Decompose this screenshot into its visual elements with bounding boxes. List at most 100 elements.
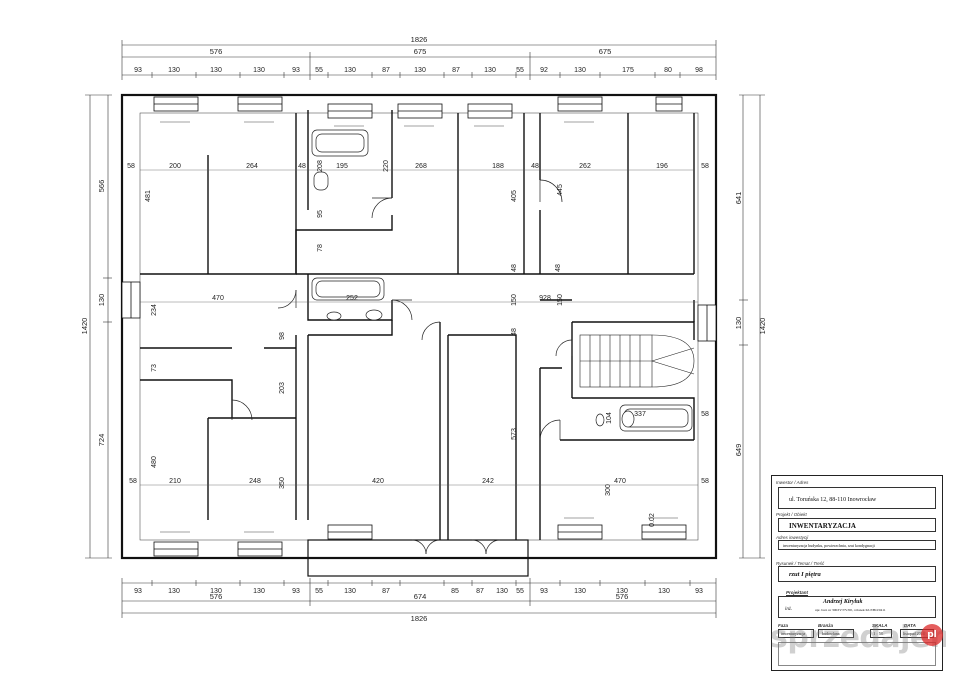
toilet (365, 309, 383, 321)
branch-label: Branża (818, 623, 834, 628)
dim-bottom-mid-2: 674 (414, 592, 427, 601)
svg-text:200: 200 (169, 163, 181, 170)
designer-name: Andrzej Kiryluk (823, 599, 863, 605)
svg-text:130: 130 (253, 588, 265, 595)
dim-left-mid-3: 724 (97, 434, 106, 447)
phase-label: Faza (778, 623, 789, 628)
svg-text:928: 928 (539, 295, 551, 302)
svg-text:130: 130 (168, 67, 180, 74)
toilet (621, 410, 635, 428)
svg-text:242: 242 (482, 478, 494, 485)
windows-top (153, 96, 683, 119)
svg-text:203: 203 (279, 382, 286, 394)
drawing-label: Rysunek / Temat / Treść (776, 561, 825, 566)
svg-text:195: 195 (336, 163, 348, 170)
svg-text:55: 55 (516, 67, 524, 74)
windows-side (121, 281, 717, 342)
svg-text:130: 130 (210, 67, 222, 74)
svg-text:268: 268 (415, 163, 427, 170)
branch-value: budowlana (822, 631, 840, 636)
sink (595, 413, 605, 427)
svg-text:80: 80 (664, 67, 672, 74)
svg-text:104: 104 (606, 412, 613, 424)
svg-text:264: 264 (246, 163, 258, 170)
svg-text:130: 130 (574, 67, 586, 74)
title-block: Inwestor / Adres ul. Toruńska 12, 88-110… (771, 475, 943, 671)
svg-text:130: 130 (574, 588, 586, 595)
svg-text:481: 481 (145, 190, 152, 202)
svg-text:58: 58 (129, 478, 137, 485)
svg-text:55: 55 (516, 588, 524, 595)
inv-box: inwentaryzacja budynku, powierzchnia, rz… (778, 540, 936, 550)
svg-text:78: 78 (317, 244, 324, 252)
sink (326, 311, 342, 321)
windows-bottom (153, 524, 687, 557)
svg-text:196: 196 (656, 163, 668, 170)
dim-bottom-mid-1: 576 (210, 592, 223, 601)
svg-text:175: 175 (622, 67, 634, 74)
svg-text:405: 405 (511, 190, 518, 202)
svg-text:58: 58 (701, 163, 709, 170)
project-box: INWENTARYZACJA (778, 518, 936, 532)
dim-right-mid-1: 641 (734, 192, 743, 205)
svg-text:210: 210 (169, 478, 181, 485)
investor-label: Inwestor / Adres (776, 480, 809, 485)
project-label: Projekt / Obiekt (776, 512, 807, 517)
dim-bottom-small-row: 93 130 130 130 93 55 130 87 85 87 130 55… (134, 588, 703, 595)
radiators (160, 121, 678, 533)
dimension-ticks (151, 72, 691, 586)
svg-text:98: 98 (279, 332, 286, 340)
svg-text:220: 220 (383, 160, 390, 172)
svg-text:445: 445 (557, 184, 564, 196)
svg-text:470: 470 (614, 478, 626, 485)
svg-text:87: 87 (382, 67, 390, 74)
svg-text:234: 234 (151, 304, 158, 316)
dimension-lines (85, 40, 765, 618)
bathroom-fixtures (311, 129, 693, 432)
svg-text:130: 130 (616, 588, 628, 595)
svg-text:470: 470 (212, 295, 224, 302)
svg-text:48: 48 (511, 264, 518, 272)
interior-dimension-lines (140, 169, 698, 486)
svg-text:300: 300 (605, 484, 612, 496)
svg-text:130: 130 (168, 588, 180, 595)
interior-walls (140, 110, 695, 540)
date-label: DATA (904, 623, 916, 628)
project-title: INWENTARYZACJA (789, 522, 856, 530)
svg-text:55: 55 (315, 588, 323, 595)
svg-text:93: 93 (134, 588, 142, 595)
svg-text:48: 48 (531, 163, 539, 170)
svg-text:98: 98 (695, 67, 703, 74)
svg-text:0.02: 0.02 (649, 513, 656, 527)
svg-text:85: 85 (451, 588, 459, 595)
scale-label: SKALA (872, 623, 888, 628)
dim-top-total: 1826 (411, 35, 428, 44)
svg-text:350: 350 (279, 477, 286, 489)
branch-box: budowlana (818, 629, 854, 638)
svg-text:48: 48 (298, 163, 306, 170)
svg-text:337: 337 (634, 411, 646, 418)
svg-text:92: 92 (540, 67, 548, 74)
svg-text:130: 130 (344, 67, 356, 74)
drawing-box: rzut I piętra (778, 566, 936, 582)
svg-text:58: 58 (701, 411, 709, 418)
svg-text:73: 73 (151, 364, 158, 372)
svg-text:93: 93 (134, 67, 142, 74)
svg-text:130: 130 (496, 588, 508, 595)
address-box: ul. Toruńska 12, 88-110 Inowrocław (778, 487, 936, 509)
dim-right-outer: 1420 (758, 318, 767, 335)
watermark: sprzedajemy (770, 620, 946, 655)
svg-text:188: 188 (492, 163, 504, 170)
svg-text:130: 130 (658, 588, 670, 595)
inv-label: Adres inwestycji (776, 535, 809, 540)
svg-text:573: 573 (511, 428, 518, 440)
svg-text:248: 248 (249, 478, 261, 485)
svg-text:48: 48 (555, 264, 562, 272)
designer-role: inż. (785, 607, 793, 612)
dim-left-outer: 1420 (80, 318, 89, 335)
svg-text:93: 93 (292, 588, 300, 595)
dim-left-mid-2: 130 (97, 294, 106, 307)
svg-text:252: 252 (346, 295, 358, 302)
svg-text:58: 58 (701, 478, 709, 485)
svg-text:150: 150 (557, 294, 564, 306)
